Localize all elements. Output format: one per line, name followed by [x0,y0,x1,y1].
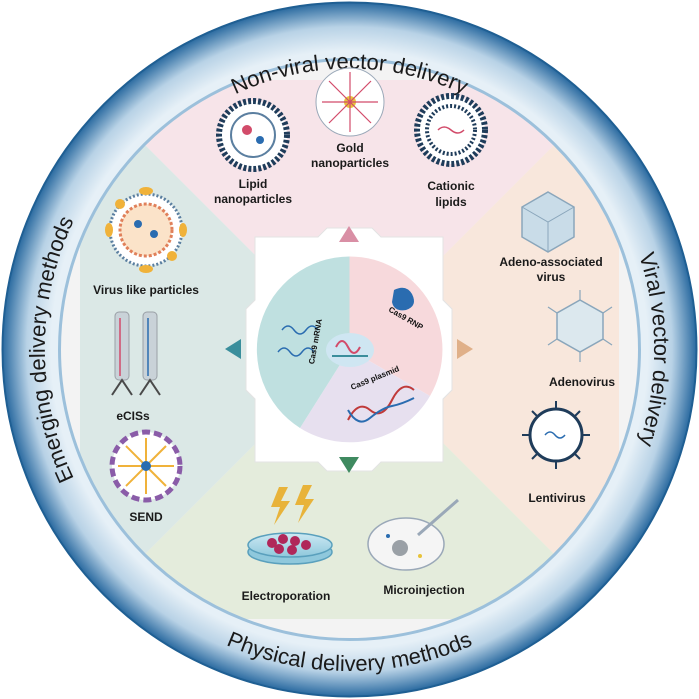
aav-icon [521,191,575,253]
arrow-down-icon [339,457,359,473]
arrow-left-icon [225,339,241,359]
electroporation-icon [247,485,333,565]
label-send: SEND [129,510,163,524]
dna-helix-icon-2 [347,397,415,423]
cationic-lipid-icon [414,93,488,167]
dna-helix-icon [347,385,415,421]
gold-nanoparticle-icon [315,67,385,137]
label-adenovirus: Adenovirus [549,375,615,389]
label-vlp: Virus like particles [93,283,199,297]
label-electroporation: Electroporation [242,589,331,603]
mrna-squiggle-icon [281,325,319,335]
label-cationic-2: lipids [435,195,467,209]
label-lentivirus: Lentivirus [528,491,586,505]
arrow-up-icon [339,226,359,242]
adenovirus-icon [547,290,613,362]
pie-plasmid [300,349,430,443]
label-lipid-1: Lipid [239,177,268,191]
cargo-pie: Cas9 RNP Cas9 mRNA Cas9 plasmid [256,256,443,443]
microinjection-icon [367,498,459,571]
sector-physical [80,349,619,619]
label-aav-1: Adeno-associated [499,255,602,269]
mrna-squiggle-icon-2 [277,347,315,357]
arrow-right-icon [457,339,473,359]
pie-mrna [256,256,350,428]
guide-rna-icon [335,340,361,354]
ecis-icon [111,311,161,396]
rnp-icon [392,287,414,311]
label-gold-2: nanoparticles [311,156,389,170]
label-ecis: eCISs [116,409,150,423]
sector-non-viral [80,80,619,350]
virus-like-particle-icon [105,187,187,273]
label-microinjection: Microinjection [383,583,464,597]
send-icon [109,429,183,503]
lentivirus-icon [522,401,590,469]
label-gold-1: Gold [336,141,363,155]
lipid-nanoparticle-icon [216,98,290,172]
label-cationic-1: Cationic [427,179,475,193]
label-aav-2: virus [537,270,566,284]
pie-rnp [349,256,443,396]
label-lipid-2: nanoparticles [214,192,292,206]
inner-disk-border [58,58,641,641]
